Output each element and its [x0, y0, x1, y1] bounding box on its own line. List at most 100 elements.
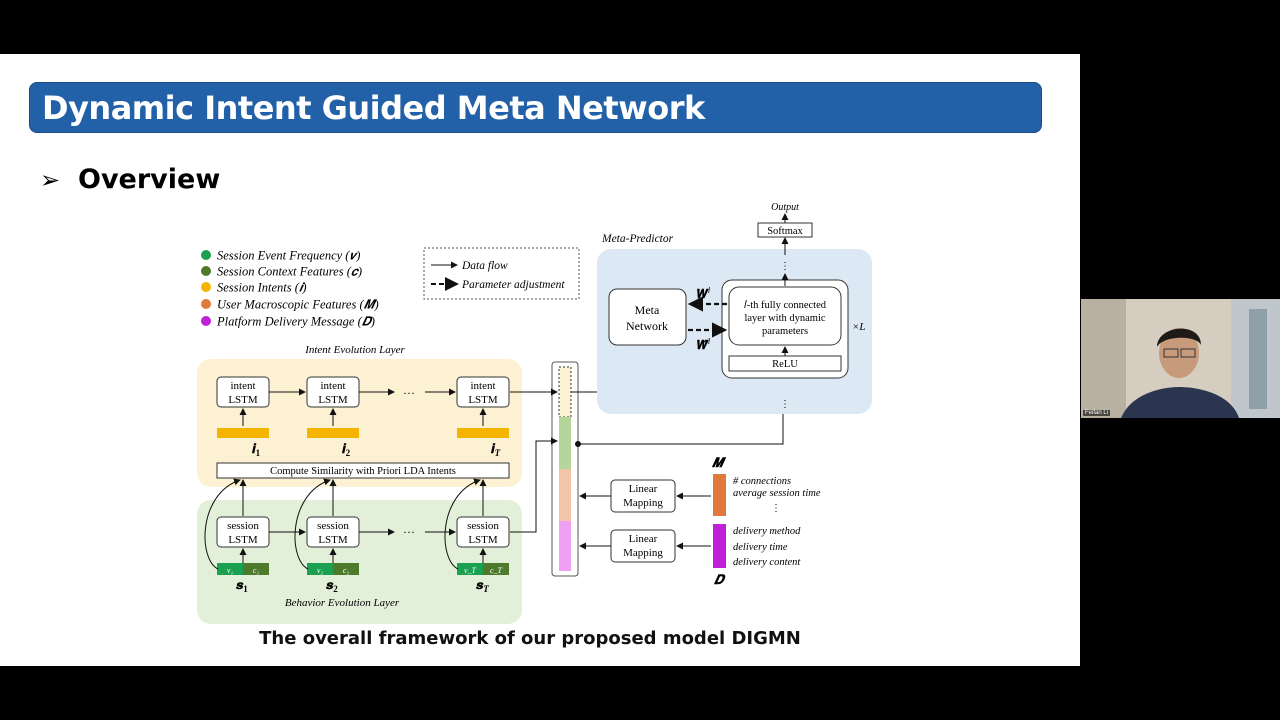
meta-predictor: Meta-Predictor Meta Network 𝑙-th fully c…	[597, 202, 872, 414]
svg-text:session: session	[467, 520, 499, 532]
macro-ellipsis: ⋮	[771, 503, 781, 514]
svg-text:LSTM: LSTM	[228, 394, 258, 406]
relu-label: ReLU	[772, 359, 798, 370]
session-input-2: v₂ c₂	[307, 563, 359, 575]
skip-connections	[204, 478, 487, 570]
legend-delivery: Platform Delivery Message (𝑫)	[216, 315, 375, 329]
svg-text:c₂: c₂	[343, 566, 350, 575]
svg-text:intent: intent	[470, 380, 495, 392]
macro-features: 𝑴 # connections average session time ⋮ L…	[579, 455, 821, 516]
intent-lstm-1: intent LSTM	[216, 376, 270, 408]
fc-line-1: 𝑙-th fully connected	[744, 300, 827, 311]
macro-item-2: average session time	[733, 488, 821, 499]
delivery-item-2: delivery time	[733, 542, 788, 553]
legend-dot-macro	[201, 299, 211, 309]
macro-mapping-2: Mapping	[623, 497, 663, 509]
macro-label: 𝑴	[711, 455, 727, 470]
legend-dot-delivery	[201, 316, 211, 326]
legend-intents: Session Intents (𝒊)	[217, 281, 307, 295]
legend-param-adjust: Parameter adjustment	[461, 279, 565, 291]
svg-text:LSTM: LSTM	[468, 534, 498, 546]
behavior-evolution-layer: Behavior Evolution Layer session LSTM se…	[197, 500, 522, 624]
session-ellipsis: ···	[403, 525, 415, 539]
delivery-item-3: delivery content	[733, 557, 801, 568]
svg-text:v₂: v₂	[317, 566, 324, 575]
arrow-bullet-icon: ➢	[40, 166, 61, 194]
intent-label-2: 𝒊2	[341, 441, 351, 458]
session-label-2: 𝒔2	[326, 577, 338, 594]
webcam-video: Feifan Li	[1081, 299, 1280, 418]
macro-bar	[713, 474, 726, 516]
meta-vertical-ellipsis: ⋮	[780, 261, 790, 272]
svg-text:LSTM: LSTM	[318, 534, 348, 546]
concat-column	[551, 361, 579, 577]
delivery-item-1: delivery method	[733, 526, 801, 537]
fc-line-3: parameters	[762, 326, 808, 337]
fc-layer-box	[728, 286, 842, 346]
intent-bar-2	[307, 428, 359, 438]
softmax-label: Softmax	[767, 226, 803, 237]
slide-title: Dynamic Intent Guided Meta Network	[42, 89, 705, 127]
svg-text:LSTM: LSTM	[318, 394, 348, 406]
intent-label-1: 𝒊1	[251, 441, 261, 458]
session-label-T: 𝒔T	[476, 577, 489, 594]
relu-input-ellipsis: ⋮	[780, 399, 790, 410]
macro-item-1: # connections	[733, 476, 791, 487]
behavior-layer-bg	[197, 500, 522, 624]
delivery-mapping-1: Linear	[629, 533, 658, 545]
macro-mapping-1: Linear	[629, 483, 658, 495]
session-label-1: 𝒔1	[236, 577, 248, 594]
intent-lstm-2: intent LSTM	[306, 376, 360, 408]
svg-text:c_T: c_T	[490, 566, 503, 575]
session-lstm-T: session LSTM	[456, 516, 510, 548]
slide: Dynamic Intent Guided Meta Network ➢Over…	[0, 54, 1080, 666]
meta-network-box	[608, 288, 687, 346]
session-input-1: v₁ c₁	[217, 563, 269, 575]
participant-name: Feifan Li	[1083, 410, 1111, 416]
intent-label-T: 𝒊T	[490, 441, 501, 458]
w-hat-label: 𝑾̂l	[697, 337, 711, 352]
delivery-mapping-2: Mapping	[623, 547, 663, 559]
meta-network-label-1: Meta	[635, 303, 660, 317]
meta-predictor-title: Meta-Predictor	[601, 233, 674, 245]
figure-caption: The overall framework of our proposed mo…	[259, 628, 801, 649]
fc-line-2: layer with dynamic	[744, 313, 825, 324]
presenter-image	[1081, 299, 1280, 418]
output-label: Output	[771, 202, 799, 213]
svg-text:LSTM: LSTM	[228, 534, 258, 546]
intent-layer-title: Intent Evolution Layer	[304, 344, 405, 356]
feature-legend: Session Event Frequency (𝒗) Session Cont…	[201, 249, 379, 329]
section-heading: ➢Overview	[40, 164, 220, 195]
svg-text:v₁: v₁	[227, 566, 234, 575]
flow-legend: Data flow Parameter adjustment	[423, 247, 580, 300]
legend-dot-frequency	[201, 250, 211, 260]
similarity-box	[216, 462, 510, 479]
intent-bar-1	[217, 428, 269, 438]
svg-text:intent: intent	[230, 380, 255, 392]
framework-diagram: Session Event Frequency (𝒗) Session Cont…	[197, 202, 872, 624]
title-bar: Dynamic Intent Guided Meta Network	[29, 82, 1042, 133]
intent-bar-T	[457, 428, 509, 438]
svg-text:c₁: c₁	[253, 566, 260, 575]
intent-layer-bg	[197, 359, 522, 487]
meta-network-label-2: Network	[626, 319, 668, 333]
session-input-T: v_T c_T	[457, 563, 509, 575]
intent-ellipsis: ···	[403, 386, 415, 400]
session-lstm-1: session LSTM	[216, 516, 270, 548]
similarity-label: Compute Similarity with Priori LDA Inten…	[270, 466, 456, 477]
delivery-label: 𝑫	[713, 572, 726, 587]
legend-data-flow: Data flow	[461, 260, 508, 272]
session-lstm-2: session LSTM	[306, 516, 360, 548]
svg-text:session: session	[317, 520, 349, 532]
times-l-label: ×L	[852, 321, 866, 333]
svg-text:LSTM: LSTM	[468, 394, 498, 406]
w-label: 𝑾l	[697, 286, 711, 301]
delivery-message: delivery method delivery time delivery c…	[579, 524, 801, 587]
intent-lstm-T: intent LSTM	[456, 376, 510, 408]
svg-text:intent: intent	[320, 380, 345, 392]
delivery-bar	[713, 524, 726, 568]
legend-dot-context	[201, 266, 211, 276]
svg-text:session: session	[227, 520, 259, 532]
legend-dot-intents	[201, 282, 211, 292]
svg-text:v_T: v_T	[464, 566, 477, 575]
